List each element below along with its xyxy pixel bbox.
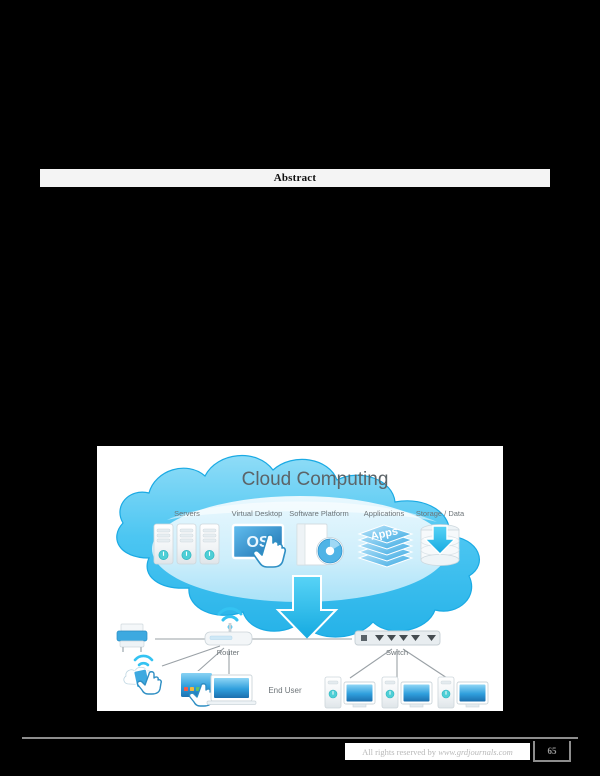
service-label-virtual-desktop: Virtual Desktop — [232, 509, 283, 518]
footer-credit-text: All rights reserved by www.grdjournals.c… — [362, 747, 513, 757]
figure-canvas: Cloud Computing Servers Virtual Desktop … — [116, 455, 489, 709]
page-number: 65 — [547, 745, 557, 756]
apps-stack-icon: Apps — [357, 524, 414, 568]
footer-divider — [22, 737, 578, 739]
end-user-label: End User — [268, 686, 302, 695]
wifi-waves-small-icon — [133, 654, 154, 667]
footer-credit: All rights reserved by www.grdjournals.c… — [345, 743, 530, 760]
os-screen-icon: OS — [231, 523, 287, 568]
service-label-storage-data: Storage / Data — [416, 509, 465, 518]
software-box-cd-icon — [296, 523, 344, 566]
hand-cursor-icon — [252, 534, 287, 568]
footer-page-number-box: 65 — [533, 741, 571, 762]
service-label-software-platform: Software Platform — [289, 509, 349, 518]
desktop-tower-monitor-icon-1 — [324, 676, 376, 709]
printer-icon — [116, 623, 148, 652]
cloud-download-arrow-icon — [275, 575, 339, 642]
footer-credit-site: www.grdjournals.com — [438, 746, 513, 757]
page-title: Abstract — [273, 172, 317, 184]
desktop-tower-monitor-icon-2 — [381, 676, 433, 709]
switch-icon: Switch — [354, 630, 441, 657]
router-icon: Router — [204, 607, 253, 657]
apps-badge-text: Apps — [370, 525, 399, 542]
smartphone-cloud-icon — [123, 654, 162, 695]
switch-label: Switch — [386, 648, 408, 657]
abstract-heading-bar: Abstract — [40, 169, 550, 187]
router-label: Router — [217, 648, 240, 657]
service-label-servers: Servers — [174, 509, 200, 518]
service-label-applications: Applications — [364, 509, 405, 518]
desktop-tower-monitor-icon-3 — [437, 676, 489, 709]
cloud-computing-figure: Cloud Computing Servers Virtual Desktop … — [97, 446, 503, 711]
figure-title: Cloud Computing — [242, 469, 389, 490]
footer-credit-prefix: All rights reserved by — [362, 746, 439, 757]
server-rack-icon — [153, 523, 220, 565]
network-links — [155, 638, 448, 679]
database-download-icon — [420, 524, 460, 566]
laptop-icon — [206, 674, 257, 705]
tablet-icon — [179, 671, 214, 707]
